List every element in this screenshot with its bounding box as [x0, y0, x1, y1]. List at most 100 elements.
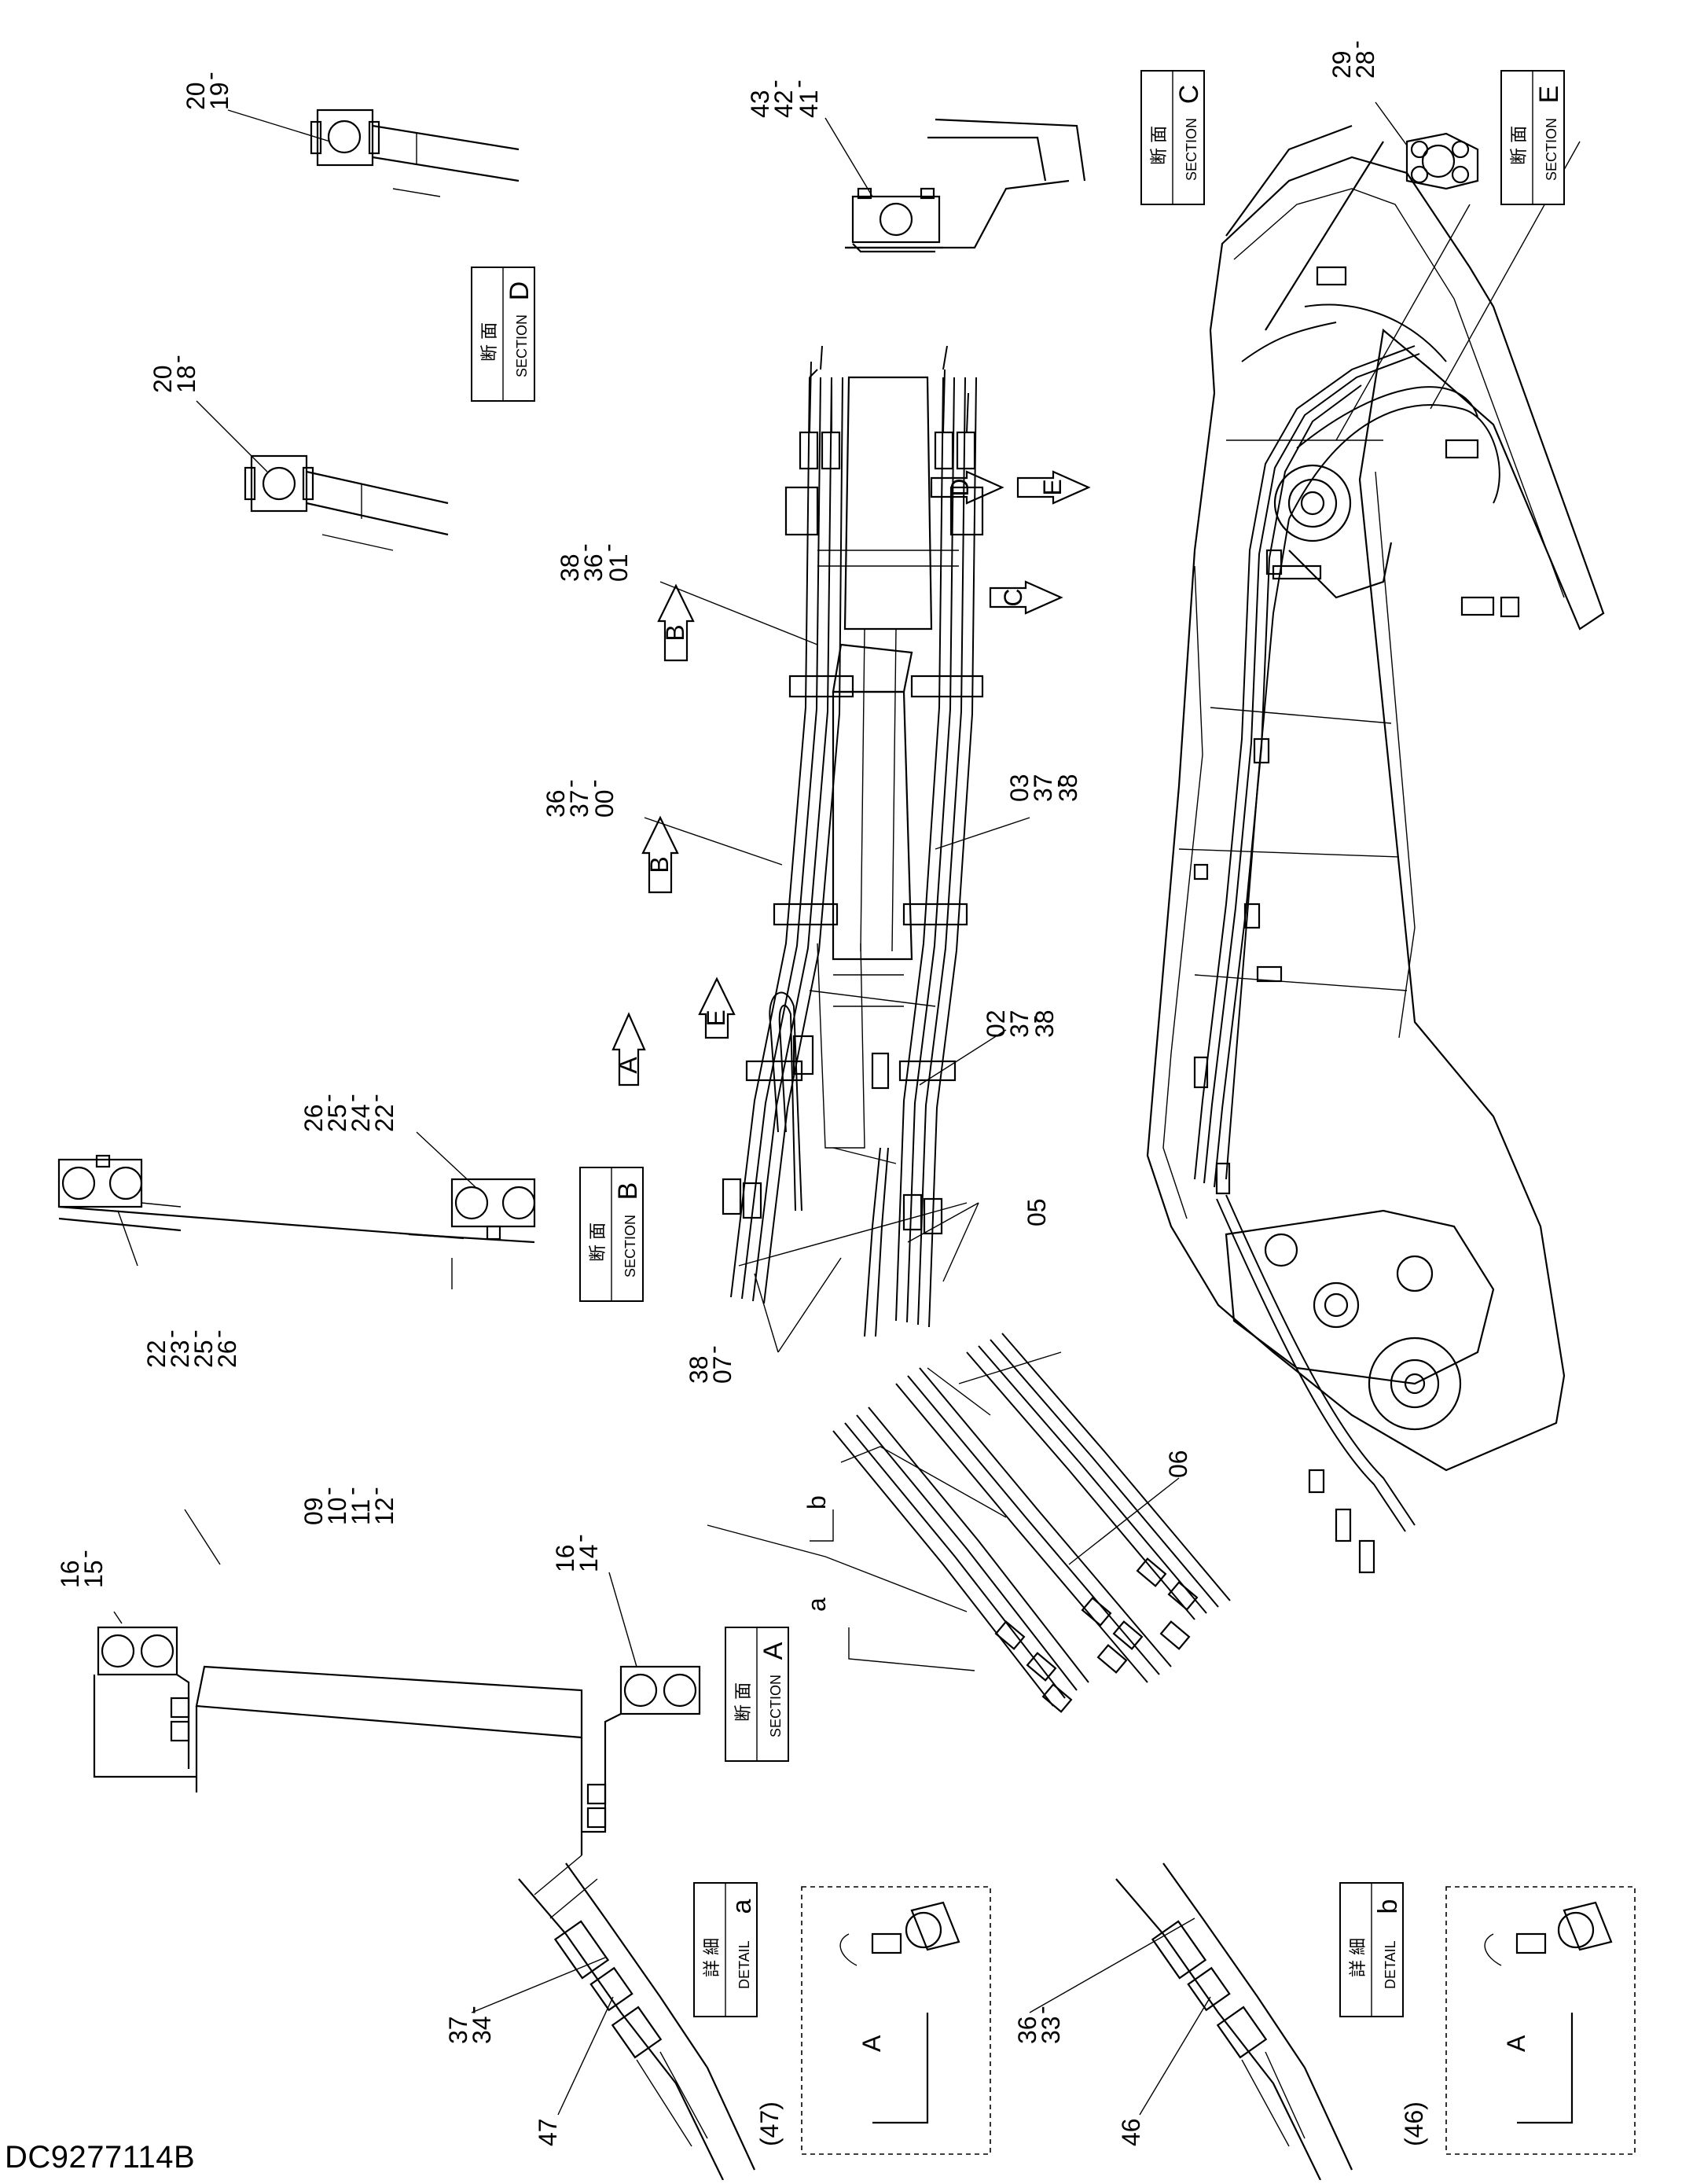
callout-h07-3: 07 [708, 1355, 736, 1384]
detail-a-letter: a [727, 1899, 757, 1914]
marker-a: a [802, 1598, 831, 1612]
callout-h02-5: 38 [1030, 1009, 1059, 1038]
callout-det-a-1-3: 34 [468, 2016, 496, 2044]
view-arrow-d: D [930, 470, 1004, 505]
boom-structure [1146, 124, 1605, 1574]
callout-texts: 20 - 19 20 - 18 43 - 42 - 41 29 - 28 38 … [56, 40, 1530, 2146]
view-arrow-e-lower-label: E [702, 1009, 730, 1026]
callout-c-top-5: 41 [795, 90, 823, 118]
section-e-label-box: 断 面 SECTION E [1500, 70, 1565, 205]
section-a-en: SECTION [768, 1675, 784, 1737]
section-d-jp: 断 面 [479, 322, 499, 362]
section-b-en: SECTION [622, 1215, 638, 1278]
marker-b: b [802, 1495, 831, 1509]
callout-b-bot-4: - [180, 1329, 208, 1338]
callout-h01-2: - [570, 543, 598, 552]
view-arrow-b-upper-label: B [661, 624, 689, 641]
detail-b-label-box: 詳 細 DETAIL b [1339, 1882, 1404, 2017]
callout-c-top-2: - [760, 79, 788, 88]
section-e-view [1405, 132, 1479, 190]
callout-h02-4: - [1019, 1015, 1048, 1024]
detail-a-en: DETAIL [736, 1940, 752, 1989]
view-arrow-e-upper-label: E [1038, 479, 1067, 495]
callout-det-b-1-2: - [1027, 2006, 1056, 2014]
view-arrow-b-upper: B [657, 583, 695, 662]
section-a-letter: A [758, 1642, 788, 1660]
callout-d-top-1: 20 [182, 82, 210, 110]
callout-b-top-2: - [314, 1094, 342, 1102]
section-a-view [93, 1626, 701, 1855]
view-arrow-c: C [989, 580, 1063, 615]
section-e-letter: E [1534, 86, 1564, 104]
callout-h00-2: - [556, 779, 584, 788]
view-arrow-e-lower: E [698, 976, 736, 1039]
view-arrow-e-upper: E [1016, 470, 1091, 505]
callout-a-mid-4: - [337, 1487, 365, 1495]
callout-e-top-2: - [1342, 40, 1370, 49]
callout-b-top-3: 25 [323, 1104, 351, 1132]
callout-det-a-1-1: 37 [444, 2016, 472, 2044]
callout-b-top-7: 22 [370, 1104, 398, 1132]
callout-e-top-1: 29 [1328, 50, 1356, 79]
callout-det-a-2: 47 [534, 2118, 562, 2146]
detail-b-jp: 詳 細 [1348, 1938, 1368, 1977]
callout-a-mid-5: 11 [347, 1499, 375, 1525]
section-d-view-top [310, 108, 520, 197]
callout-b-bot-1: 22 [142, 1340, 171, 1368]
callout-h02-1: 02 [982, 1009, 1010, 1038]
section-b-jp: 断 面 [588, 1223, 608, 1262]
callout-det-b-2: 46 [1117, 2118, 1145, 2146]
callout-c-top-1: 43 [746, 90, 774, 118]
detail-b-letter: b [1373, 1899, 1403, 1914]
callout-h02-2: - [996, 1015, 1024, 1024]
callout-a-right-1: 16 [551, 1544, 579, 1572]
callout-h00-5: 00 [590, 789, 619, 818]
callout-h01-1: 38 [556, 553, 584, 582]
callout-h05: 05 [1023, 1198, 1051, 1226]
section-b-letter: B [613, 1182, 643, 1200]
section-e-jp: 断 面 [1509, 126, 1529, 165]
section-a-jp: 断 面 [733, 1682, 753, 1722]
section-c-label-box: 断 面 SECTION C [1140, 70, 1205, 205]
callout-a-left-2: - [70, 1550, 98, 1558]
callout-h07-1: 38 [685, 1355, 713, 1384]
callout-a-mid-2: - [314, 1487, 342, 1495]
view-arrow-a: A [611, 1012, 646, 1086]
callout-b-top-1: 26 [299, 1104, 328, 1132]
callout-c-top-4: - [784, 79, 812, 88]
callout-h01-4: - [593, 543, 622, 552]
subdetail-box-a [801, 1886, 991, 2155]
callout-h03-2: - [1019, 779, 1048, 788]
callout-a-right-2: - [565, 1534, 593, 1542]
callout-h03-5: 38 [1054, 774, 1082, 802]
view-arrow-c-label: C [999, 588, 1027, 606]
callout-c-top-3: 42 [769, 90, 798, 118]
callout-det-b-1-3: 33 [1037, 2016, 1065, 2044]
callout-h03-3: 37 [1029, 774, 1057, 802]
callout-b-bot-7: 26 [213, 1340, 241, 1368]
callout-h02-3: 37 [1005, 1009, 1034, 1038]
section-c-view [845, 118, 1086, 253]
section-c-jp: 断 面 [1149, 126, 1169, 165]
callout-a-mid-6: - [361, 1487, 389, 1495]
callout-d-mid-3: 18 [172, 365, 200, 393]
section-d-view-mid [244, 454, 449, 551]
callout-b-top-6: - [361, 1094, 389, 1102]
subdetail-a-letter: A [858, 2035, 886, 2052]
section-b-label-box: 断 面 SECTION B [579, 1167, 644, 1302]
section-d-en: SECTION [514, 314, 530, 377]
hose-set-center [722, 345, 984, 1337]
section-d-label-box: 断 面 SECTION D [471, 267, 535, 402]
callout-b-top-5: 24 [347, 1104, 375, 1132]
callout-paren-46: (46) [1400, 2101, 1428, 2146]
view-arrow-a-label: A [614, 1057, 642, 1074]
callout-b-top-4: - [337, 1094, 365, 1102]
callout-paren-47: (47) [755, 2101, 784, 2146]
callout-a-mid-3: 10 [323, 1497, 351, 1525]
callout-h00-3: 37 [565, 789, 593, 818]
callout-det-a-1-2: - [458, 2006, 487, 2014]
drawing-code: DC9277114B [5, 2140, 196, 2175]
callout-a-mid-1: 09 [299, 1497, 328, 1525]
leader-lines [113, 101, 1408, 2116]
callout-h01-3: 36 [579, 553, 608, 582]
